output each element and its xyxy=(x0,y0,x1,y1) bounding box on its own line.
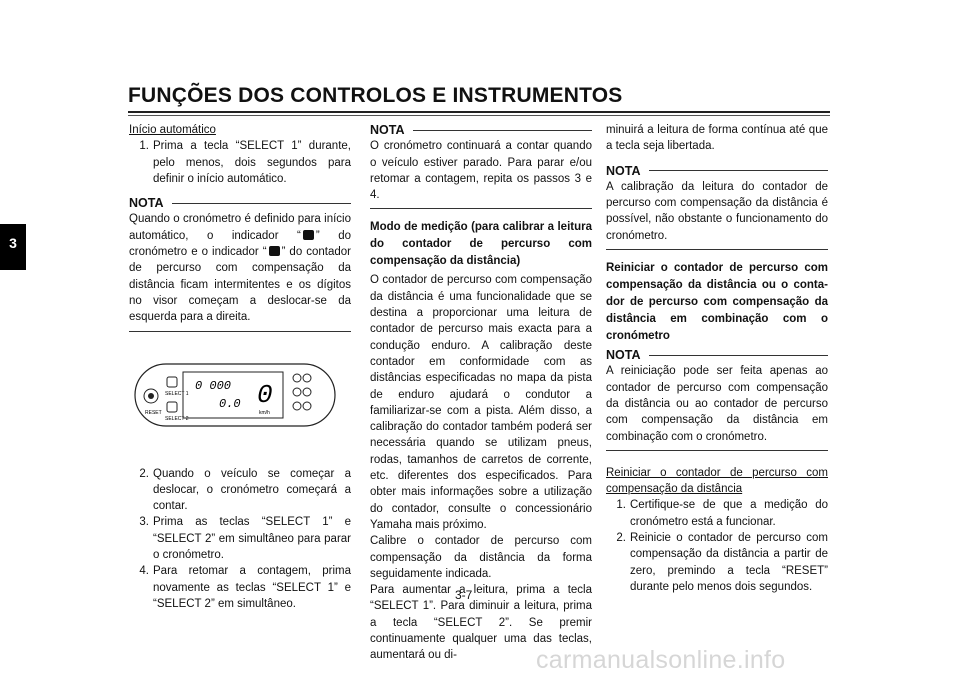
nota-label: NOTA xyxy=(606,348,641,363)
nota-text: O cronómetro continuará a contar quando … xyxy=(370,140,592,202)
list-number: 2. xyxy=(616,532,626,545)
list-number: 4. xyxy=(139,565,149,578)
section-heading-auto-start: Início automático xyxy=(129,124,216,136)
page-title: FUNÇÕES DOS CONTROLOS E INSTRUMENTOS xyxy=(128,84,623,107)
header-rule xyxy=(128,111,830,113)
lcd-big-digit: 0 xyxy=(257,380,273,410)
nota-label: NOTA xyxy=(370,123,405,137)
nota-heading: NOTA xyxy=(606,347,828,363)
header-rule-thin xyxy=(128,115,830,116)
nota-label: NOTA xyxy=(606,163,641,178)
list-item: 1. Certifique-se de que a medição do cro… xyxy=(606,497,828,530)
section-heading-calibration: Modo de medição (para calibrar a leitura… xyxy=(370,221,592,268)
nota-text-part: ” do cronómetro e o indicador “ xyxy=(129,229,351,259)
list-number: 3. xyxy=(139,516,149,529)
list-text: Prima as teclas “SELECT 1” e “SELECT 2” … xyxy=(153,516,351,562)
subsection-heading-reset-trip: Reiniciar o contador de percurso com com… xyxy=(606,466,828,496)
list-text: Quando o veículo se começar a deslocar, … xyxy=(153,467,351,513)
column-3: minuirá a leitura de forma contínua até … xyxy=(606,122,828,595)
nota-rule xyxy=(171,202,351,204)
paragraph: Para aumentar a leitura, prima a tecla “… xyxy=(370,584,592,662)
lcd-digits-bottom: 0.0 xyxy=(219,397,241,411)
nota-end-rule xyxy=(129,330,351,332)
section-heading-reset: Reiniciar o contador de percurso com com… xyxy=(606,262,828,343)
list-item: 2. Quando o veículo se começar a desloca… xyxy=(129,466,351,515)
watermark: carmanualsonline.info xyxy=(536,646,786,674)
list-text: Reinicie o contador de percurso com comp… xyxy=(630,532,828,593)
meter-illustration: SELECT 1 SELECT 2 RESET 0 000 0.0 0 km/h xyxy=(134,362,336,427)
trip-indicator-icon xyxy=(268,246,280,257)
nota-heading: NOTA xyxy=(606,163,828,179)
nota-end-rule xyxy=(606,449,828,451)
list-text: Para retomar a contagem, prima novamente… xyxy=(153,565,351,610)
list-text: Prima a tecla “SELECT 1” durante, pelo m… xyxy=(153,140,351,185)
nota-end-rule xyxy=(606,249,828,251)
nota-text-part: Quando o cronómetro é definido para iníc… xyxy=(129,213,351,242)
select1-label: SELECT 1 xyxy=(165,391,189,397)
nota-rule xyxy=(648,170,828,172)
nota-text: A calibração da leitura do contador de p… xyxy=(606,180,828,242)
nota-end-rule xyxy=(370,208,592,210)
select2-label: SELECT 2 xyxy=(165,416,189,422)
nota-text: Quando o cronómetro é definido para iníc… xyxy=(129,211,351,325)
nota-label: NOTA xyxy=(129,196,164,211)
paragraph: Calibre o contador de percurso com compe… xyxy=(370,535,592,580)
list-item: 3. Prima as teclas “SELECT 1” e “SELECT … xyxy=(129,514,351,563)
nota-rule xyxy=(648,354,828,356)
paragraph: minuirá a leitura de forma contínua até … xyxy=(606,124,828,153)
list-item: 4. Para retomar a contagem, prima novame… xyxy=(129,563,351,612)
column-1: Início automático 1. Prima a tecla “SELE… xyxy=(129,122,351,612)
list-item: 2. Reinicie o contador de percurso com c… xyxy=(606,530,828,595)
reset-label: RESET xyxy=(145,410,162,416)
paragraph: O contador de percurso com compensação d… xyxy=(370,274,592,531)
nota-text: A reiniciação pode ser feita apenas ao c… xyxy=(606,365,828,443)
chapter-tab xyxy=(0,224,26,270)
lcd-unit: km/h xyxy=(259,410,270,416)
list-text: Certifique-se de que a medição do cronóm… xyxy=(630,499,828,528)
nota-rule xyxy=(412,129,592,131)
stopwatch-indicator-icon xyxy=(302,229,314,240)
nota-text-part: ” do contador de percurso com compensaçã… xyxy=(129,246,352,324)
chapter-number: 3 xyxy=(9,235,17,251)
list-number: 2. xyxy=(139,467,149,480)
nota-heading: NOTA xyxy=(370,122,592,138)
nota-heading: NOTA xyxy=(129,195,351,211)
lcd-digits-top: 0 000 xyxy=(195,379,231,393)
instrument-display-figure: SELECT 1 SELECT 2 RESET 0 000 0.0 0 km/h xyxy=(129,344,351,456)
page-number: 3-7 xyxy=(455,588,473,602)
list-number: 1. xyxy=(616,499,626,512)
column-2: NOTA O cronómetro continuará a contar qu… xyxy=(370,122,592,664)
list-number: 1. xyxy=(139,140,149,153)
list-item: 1. Prima a tecla “SELECT 1” durante, pel… xyxy=(129,138,351,187)
